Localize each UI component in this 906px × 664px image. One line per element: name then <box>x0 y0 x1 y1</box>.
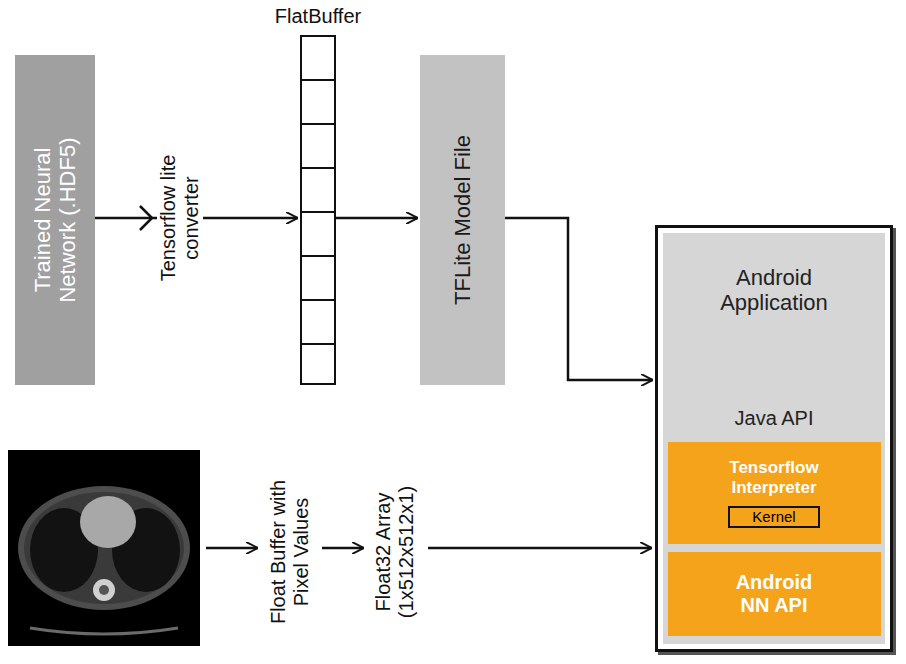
flow-arrow <box>428 547 652 550</box>
flow-arrow <box>322 547 364 550</box>
node-label: Java API <box>735 407 814 430</box>
node-label: Android Application <box>699 265 849 316</box>
node-label: Tensorflow Interpreter <box>714 458 834 497</box>
flow-arrow <box>336 217 418 220</box>
edge-label: Tensorflow lite converter <box>157 124 203 312</box>
kernel-box: Kernel <box>728 506 820 528</box>
body-tissue <box>24 492 184 604</box>
scanner-table <box>30 628 178 634</box>
app-container: Android ApplicationJava API Tensorflow In… <box>655 225 893 652</box>
scan-background <box>8 450 200 646</box>
buffer-column: FlatBuffer <box>300 35 336 385</box>
flow-label: Float32 Array (1x512x512x1) <box>372 472 418 632</box>
nnapi-box: Android NN API <box>668 552 881 636</box>
heart <box>80 496 136 548</box>
flow-arrow <box>505 218 653 380</box>
flow-label: Float Buffer with Pixel Values <box>267 457 313 647</box>
file-box: TFLite Model File <box>420 55 505 385</box>
node-label: Kernel <box>752 508 795 525</box>
node-label: Android NN API <box>719 571 829 617</box>
node-heading: FlatBuffer <box>275 5 361 28</box>
spine <box>93 579 115 601</box>
model-box: Trained Neural Network (.HDF5) <box>15 55 95 385</box>
ct-scan-image <box>8 450 200 646</box>
node-label: Trained Neural Network (.HDF5) <box>30 125 81 315</box>
flow-arrow <box>95 217 298 220</box>
body-outline <box>18 486 190 610</box>
node-label: TFLite Model File <box>450 110 475 330</box>
spinal-canal <box>99 585 109 595</box>
flow-arrow <box>206 547 258 550</box>
interpreter-box: Tensorflow InterpreterKernel <box>668 442 881 544</box>
